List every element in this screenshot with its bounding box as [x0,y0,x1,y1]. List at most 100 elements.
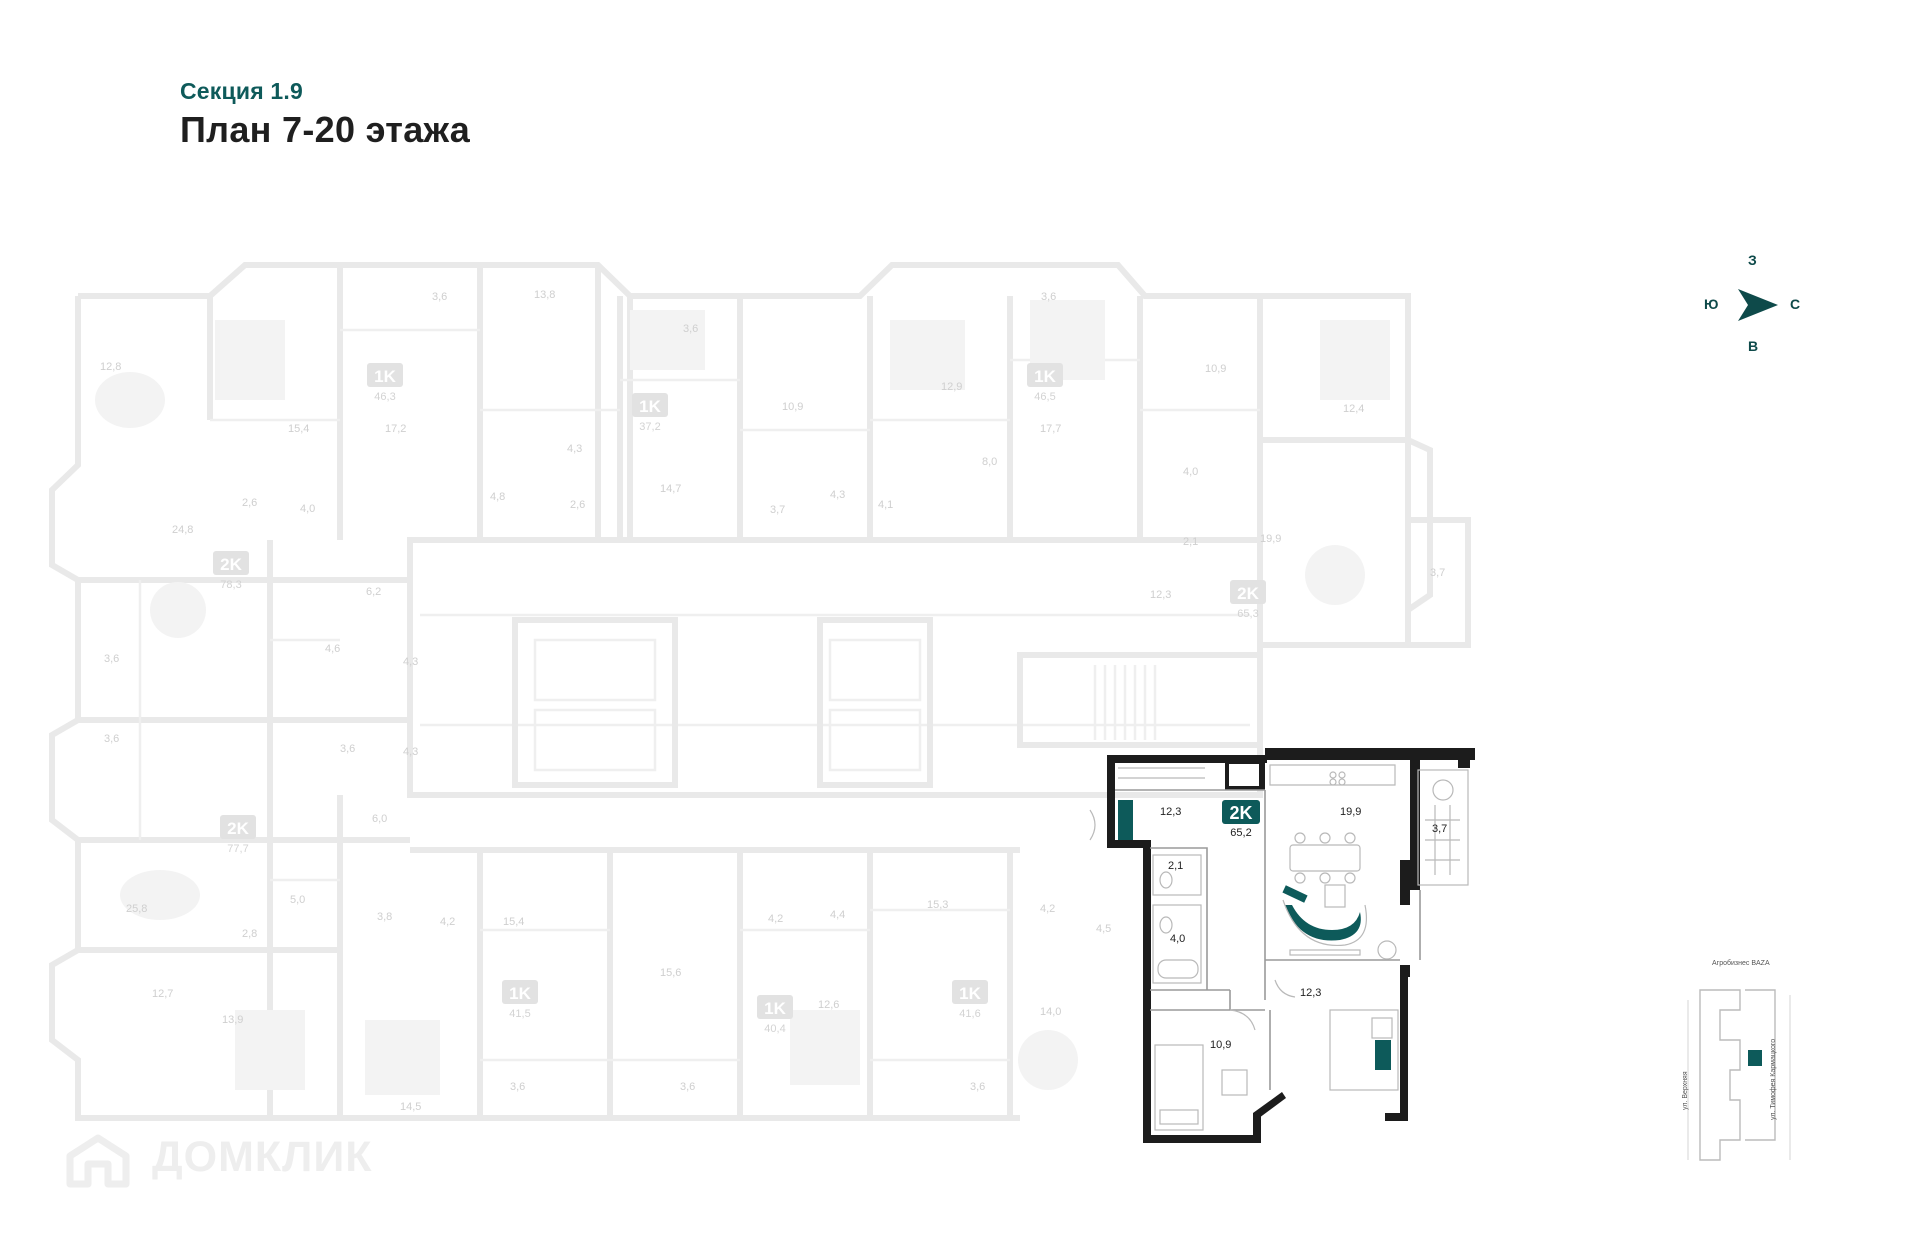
ghost-apartment-badge: 1K 40,4 [757,995,793,1035]
ghost-area: 10,9 [1205,363,1226,375]
ghost-area: 2,6 [570,499,585,511]
ghost-area: 12,4 [1343,403,1364,415]
ghost-area: 25,8 [126,903,147,915]
ghost-area: 4,6 [325,643,340,655]
svg-text:2K: 2K [1237,584,1259,603]
svg-text:1K: 1K [639,397,661,416]
ghost-area: 3,6 [683,323,698,335]
street-label: ул. Тимофея Кармацкого [1770,1038,1777,1120]
svg-text:1K: 1K [1034,367,1056,386]
selected-apartment-badge: 2K 65,2 [1222,800,1260,839]
ghost-area: 4,3 [403,746,418,758]
compass-south-label: В [1748,338,1759,354]
ghost-area: 6,2 [366,586,381,598]
selected-apartment[interactable]: 2K 65,2 12,3 19,9 3,7 2,1 4,0 12,3 10,9 [1089,748,1475,1143]
ghost-area: 17,7 [1040,423,1061,435]
ghost-area: 5,0 [290,894,305,906]
ghost-area: 4,0 [300,503,315,515]
ghost-apartment-badge: 1K 41,6 [952,980,988,1020]
section-label: Секция 1.9 [180,78,303,104]
ghost-area: 17,2 [385,423,406,435]
ghost-apartment-badge: 2K 65,3 [1230,580,1266,620]
ghost-room-labels: 12,8 15,4 3,6 13,8 3,6 10,9 12,9 3,6 10,… [100,289,1445,1113]
locator-highlight [1748,1050,1762,1066]
ghost-area: 12,8 [100,361,121,373]
ghost-area: 3,6 [680,1081,695,1093]
ghost-area: 4,8 [490,491,505,503]
svg-text:46,3: 46,3 [374,391,395,403]
ghost-area: 10,9 [782,401,803,413]
ghost-area: 2,1 [1183,536,1198,548]
ghost-area: 2,8 [242,928,257,940]
page-title: План 7-20 этажа [180,109,471,150]
ghost-area: 14,5 [400,1101,421,1113]
ghost-area: 3,7 [770,504,785,516]
title-block: Секция 1.9 План 7-20 этажа [180,78,470,151]
ghost-area: 3,6 [104,733,119,745]
street-label: Агробизнес BAZA [1712,960,1770,967]
street-label: ул. Верхняя [1682,1071,1689,1110]
ghost-area: 4,2 [440,916,455,928]
svg-text:1K: 1K [959,984,981,1003]
ghost-apartment-badge: 1K 46,5 [1027,363,1063,403]
locator-map [1687,989,1791,1161]
svg-text:40,4: 40,4 [764,1023,785,1035]
ghost-area: 4,3 [403,656,418,668]
ghost-area: 3,6 [1041,291,1056,303]
svg-text:77,7: 77,7 [227,843,248,855]
ghost-area: 8,0 [982,456,997,468]
ghost-area: 15,4 [503,916,524,928]
ghost-area: 4,2 [768,913,783,925]
ghost-area: 4,4 [830,909,845,921]
svg-text:41,5: 41,5 [509,1008,530,1020]
compass-east-label: С [1790,296,1801,312]
ghost-area: 3,6 [104,653,119,665]
ghost-apartment-badge: 1K 46,3 [367,363,403,403]
compass-north-label: З [1748,252,1757,268]
wardrobe-accent [1118,800,1133,840]
room-area-hall: 12,3 [1160,806,1181,818]
ghost-area: 4,3 [830,489,845,501]
ghost-area: 15,6 [660,967,681,979]
ghost-area: 13,9 [222,1014,243,1026]
svg-text:1K: 1K [509,984,531,1003]
ghost-area: 14,0 [1040,1006,1061,1018]
ghost-area: 4,2 [1040,903,1055,915]
ghost-area: 15,4 [288,423,309,435]
ghost-area: 3,8 [377,911,392,923]
ghost-area: 4,0 [1183,466,1198,478]
ghost-area: 6,0 [372,813,387,825]
ghost-area: 3,6 [340,743,355,755]
ghost-apartment-badge: 2K 77,7 [220,815,256,855]
svg-text:78,3: 78,3 [220,579,241,591]
svg-text:41,6: 41,6 [959,1008,980,1020]
ghost-area: 4,1 [878,499,893,511]
ghost-apartment-badge: 2K 78,3 [213,551,249,591]
svg-text:37,2: 37,2 [639,421,660,433]
ghost-area: 12,6 [818,999,839,1011]
room-area-kitchen: 19,9 [1340,806,1361,818]
ghost-area: 14,7 [660,483,681,495]
ghost-building [49,262,1471,1121]
svg-text:1K: 1K [764,999,786,1018]
ghost-area: 19,9 [1260,533,1281,545]
compass-west-label: Ю [1704,296,1719,312]
room-area-bath: 4,0 [1170,933,1185,945]
room-area-balcony: 3,7 [1432,823,1447,835]
ghost-area: 2,6 [242,497,257,509]
ghost-area: 3,7 [1430,567,1445,579]
ghost-area: 4,5 [1096,923,1111,935]
ghost-area: 15,3 [927,899,948,911]
ghost-area: 12,3 [1150,589,1171,601]
ghost-badges: 1K 46,3 1K 37,2 1K 46,5 2K 78,3 2K 65,3 … [213,363,1266,1035]
ghost-apartment-badge: 1K 37,2 [632,393,668,433]
watermark: ДОМКЛИК [152,1133,373,1181]
ghost-area: 24,8 [172,524,193,536]
ghost-area: 13,8 [534,289,555,301]
svg-text:46,5: 46,5 [1034,391,1055,403]
ghost-area: 3,6 [510,1081,525,1093]
ghost-area: 12,9 [941,381,962,393]
room-area-wc: 2,1 [1168,860,1183,872]
ghost-area: 3,6 [970,1081,985,1093]
